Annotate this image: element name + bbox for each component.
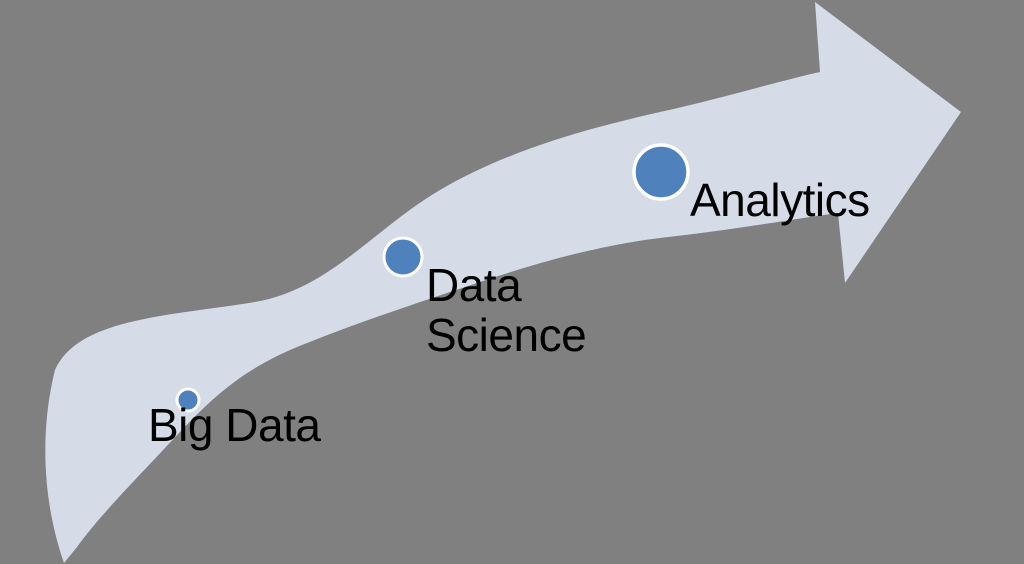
stage-label-big-data: Big Data xyxy=(148,399,321,451)
curved-arrow-up-right-icon xyxy=(45,2,962,563)
marker-data-science xyxy=(382,236,424,278)
stage-label-data-science: Data Science xyxy=(426,259,587,361)
stage-label-analytics: Analytics xyxy=(690,174,870,226)
marker-analytics xyxy=(632,143,690,201)
marker-big-data xyxy=(175,387,201,413)
